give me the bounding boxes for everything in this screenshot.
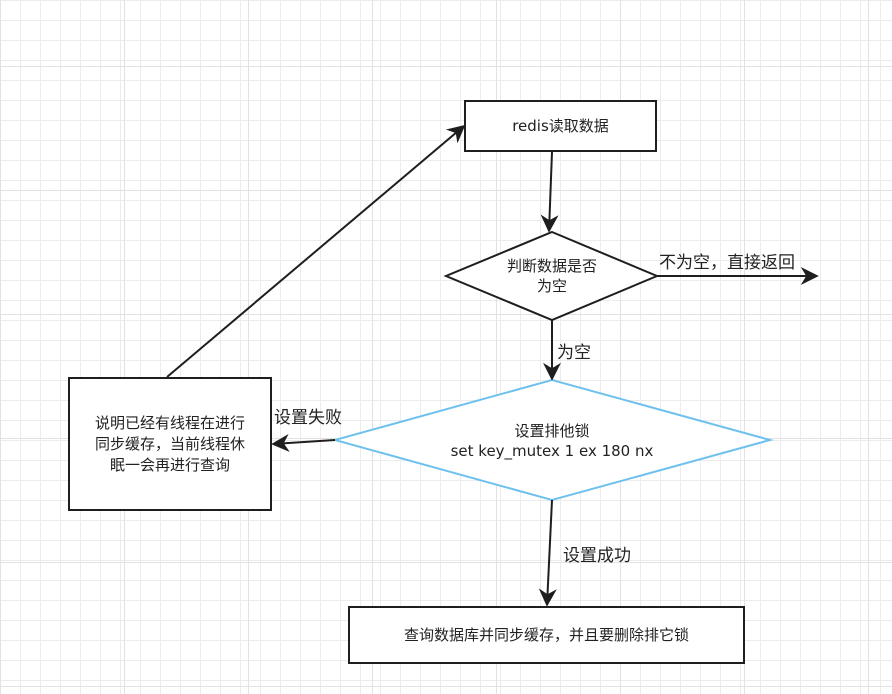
- wait-line1: 说明已经有线程在进行: [94, 413, 245, 432]
- query-db-box[interactable]: 查询数据库并同步缓存，并且要删除排它锁: [348, 606, 745, 664]
- redis-read-label: redis读取数据: [512, 116, 609, 135]
- edge-lock-failed: [271, 433, 336, 452]
- wait-line3: 眠一会再进行查询: [109, 455, 230, 474]
- edge-wait-back-to-redis: [166, 124, 466, 378]
- redis-read-box[interactable]: redis读取数据: [464, 100, 657, 152]
- check-empty-label: 判断数据是否 为空: [476, 254, 628, 298]
- is-empty-edge-label: 为空: [557, 343, 591, 363]
- set-lock-label: 设置排他锁 set key_mutex 1 ex 180 nx: [412, 419, 692, 463]
- set-lock-title: 设置排他锁: [514, 422, 590, 440]
- set-failed-edge-label: 设置失败: [274, 408, 342, 428]
- query-db-label: 查询数据库并同步缓存，并且要删除排它锁: [403, 625, 689, 644]
- edge-redis-to-check: [540, 151, 559, 233]
- not-empty-edge-label: 不为空，直接返回: [659, 253, 795, 273]
- set-lock-command: set key_mutex 1 ex 180 nx: [450, 442, 654, 460]
- check-empty-line1: 判断数据是否: [506, 257, 597, 275]
- check-empty-line2: 为空: [536, 277, 567, 295]
- wait-retry-box[interactable]: 说明已经有线程在进行 同步缓存，当前线程休 眠一会再进行查询: [68, 377, 272, 511]
- edge-lock-success: [538, 499, 557, 607]
- set-success-edge-label: 设置成功: [563, 546, 631, 566]
- wait-line2: 同步缓存，当前线程休: [94, 434, 245, 453]
